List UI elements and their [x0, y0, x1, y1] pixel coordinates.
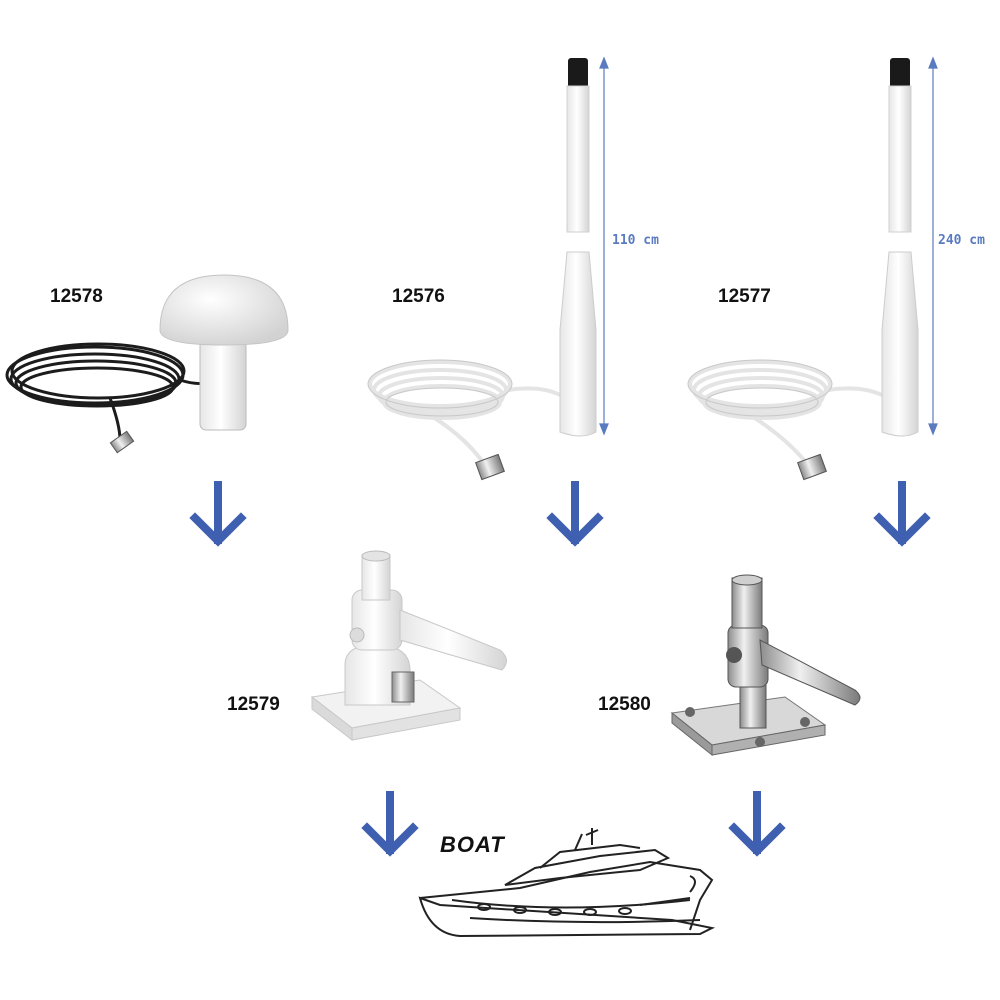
antenna-240-image — [687, 56, 938, 481]
dimension-line-110 — [599, 56, 609, 436]
product-code-mount-nylon: 12579 — [227, 694, 280, 715]
product-code-mount-steel: 12580 — [598, 694, 651, 715]
antenna-110-image — [367, 56, 609, 481]
product-code-antenna-110: 12576 — [392, 286, 445, 307]
arrow-mount-nylon — [361, 791, 419, 857]
arrow-antenna-110 — [546, 481, 604, 547]
dimension-label-110: 110 cm — [612, 233, 659, 248]
bnc-connector — [109, 430, 135, 454]
product-code-antenna-240: 12577 — [718, 286, 771, 307]
mushroom-dome — [159, 274, 289, 431]
arrow-mount-steel — [728, 791, 786, 857]
mount-nylon-image — [310, 550, 507, 742]
white-cable-coil — [368, 360, 561, 472]
arrows — [189, 481, 931, 857]
n-connector — [475, 453, 505, 481]
product-code-gps: 12578 — [50, 286, 103, 307]
gps-antenna-image — [5, 274, 289, 454]
dimension-label-240: 240 cm — [938, 233, 985, 248]
whip — [559, 58, 597, 437]
black-cable-coil — [5, 342, 217, 441]
arrow-antenna-240 — [873, 481, 931, 547]
mount-steel-image — [670, 574, 861, 757]
arrow-gps — [189, 481, 247, 547]
boat-image — [418, 828, 716, 938]
boat-label: BOAT — [440, 832, 505, 857]
